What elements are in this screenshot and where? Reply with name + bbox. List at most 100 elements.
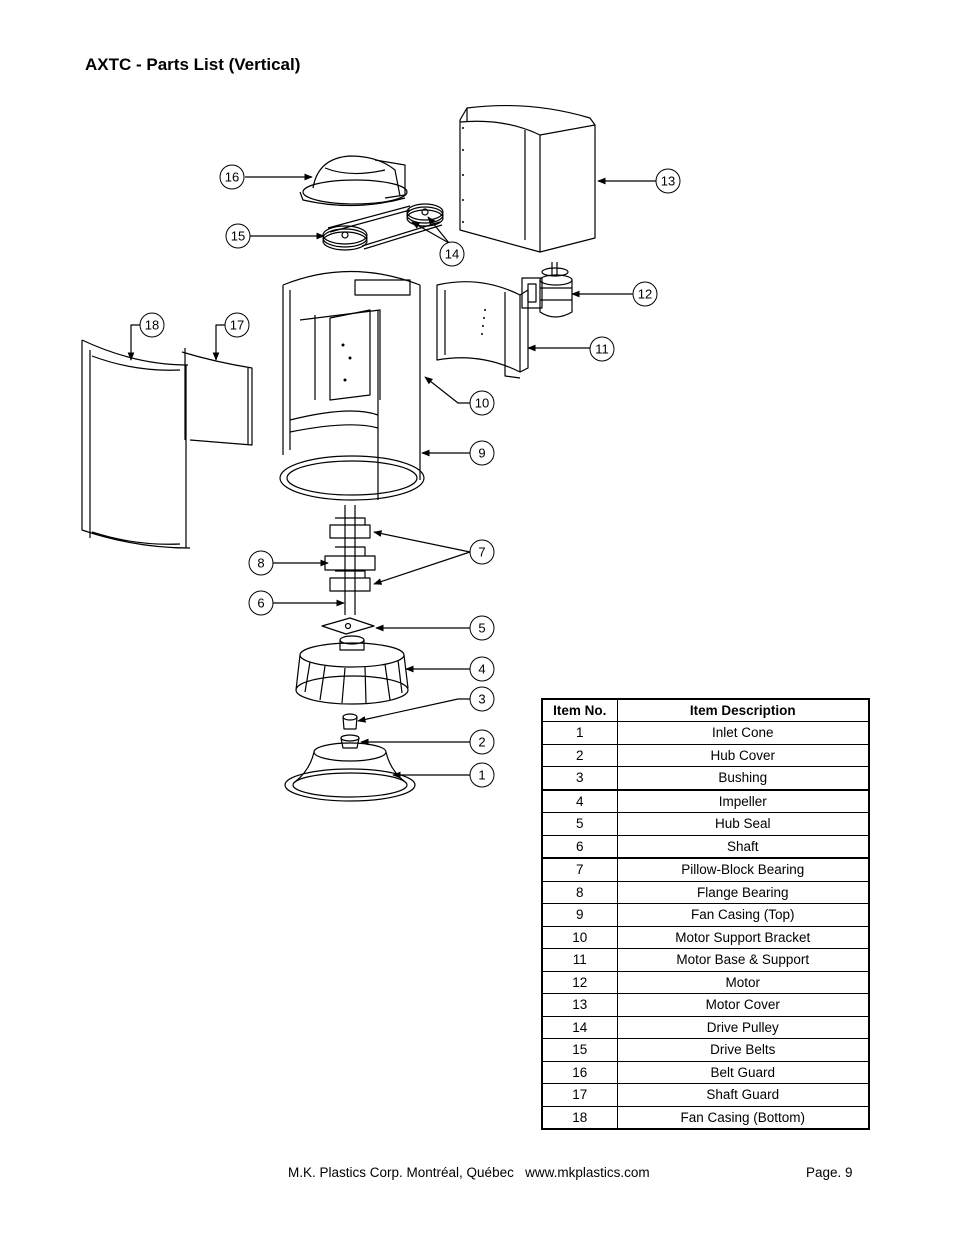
callout-bubbles: 16 13 15 14 12 18 17 11 xyxy=(139,164,681,788)
motor-drawing xyxy=(521,262,573,318)
callout-6-label: 6 xyxy=(257,596,264,611)
item-no-cell: 6 xyxy=(541,834,618,859)
item-no-cell: 15 xyxy=(541,1038,618,1062)
item-description-cell: Inlet Cone xyxy=(616,721,870,745)
callout-14-label: 14 xyxy=(445,247,459,262)
item-description-cell: Shaft xyxy=(616,834,870,859)
item-description-cell: Pillow-Block Bearing xyxy=(616,857,870,882)
callout-18: 18 xyxy=(139,312,165,338)
item-no-cell: 10 xyxy=(541,925,618,949)
item-no-cell: 8 xyxy=(541,880,618,904)
callout-16-label: 16 xyxy=(225,170,239,185)
item-description-cell: Motor Support Bracket xyxy=(616,925,870,949)
hub-cover-drawing xyxy=(340,734,360,749)
item-description-cell: Motor xyxy=(616,970,870,994)
callout-7-label: 7 xyxy=(478,545,485,560)
item-description-cell: Fan Casing (Bottom) xyxy=(616,1105,870,1130)
item-description-cell: Fan Casing (Top) xyxy=(616,903,870,927)
item-no-cell: 7 xyxy=(541,857,618,882)
item-no-cell: 1 xyxy=(541,721,618,745)
callout-10-label: 10 xyxy=(475,396,489,411)
item-description-header: Item Description xyxy=(616,698,870,722)
item-no-cell: 17 xyxy=(541,1083,618,1107)
callout-7: 7 xyxy=(469,539,495,565)
callout-12: 12 xyxy=(632,281,658,307)
footer-page-number: Page. 9 xyxy=(806,1165,853,1180)
item-no-cell: 16 xyxy=(541,1060,618,1084)
callout-3: 3 xyxy=(469,686,495,712)
callout-13-label: 13 xyxy=(661,174,675,189)
impeller-drawing xyxy=(295,635,409,705)
item-no-cell: 13 xyxy=(541,993,618,1017)
callout-14: 14 xyxy=(439,241,465,267)
item-no-cell: 4 xyxy=(541,788,618,813)
shaft-guard-drawing xyxy=(181,348,253,446)
callout-17: 17 xyxy=(224,312,250,338)
item-no-cell: 9 xyxy=(541,903,618,927)
callout-13: 13 xyxy=(655,168,681,194)
callout-15: 15 xyxy=(225,223,251,249)
item-description-cell: Shaft Guard xyxy=(616,1083,870,1107)
bushing-drawing xyxy=(342,713,358,730)
callout-4-label: 4 xyxy=(478,662,485,677)
hub-seal-drawing xyxy=(321,617,375,635)
callout-11-label: 11 xyxy=(595,342,609,357)
item-no-cell: 18 xyxy=(541,1105,618,1130)
item-description-cell: Hub Seal xyxy=(616,812,870,836)
callout-2-label: 2 xyxy=(478,735,485,750)
callout-10: 10 xyxy=(469,390,495,416)
callout-8: 8 xyxy=(248,550,274,576)
item-description-cell: Motor Cover xyxy=(616,993,870,1017)
motor-cover-drawing xyxy=(459,104,596,253)
item-no-cell: 2 xyxy=(541,743,618,767)
callout-16: 16 xyxy=(219,164,245,190)
bearings-shaft-drawing xyxy=(324,505,376,615)
callout-4: 4 xyxy=(469,656,495,682)
item-description-cell: Drive Pulley xyxy=(616,1015,870,1039)
item-description-cell: Flange Bearing xyxy=(616,880,870,904)
drive-belts-drawing xyxy=(322,203,444,251)
footer-company: M.K. Plastics Corp. Montréal, Québec www… xyxy=(288,1165,650,1180)
callout-8-label: 8 xyxy=(257,556,264,571)
item-description-cell: Drive Belts xyxy=(616,1038,870,1062)
callout-9-label: 9 xyxy=(478,446,485,461)
callout-2: 2 xyxy=(469,729,495,755)
leader-lines xyxy=(127,173,656,779)
item-description-cell: Motor Base & Support xyxy=(616,948,870,972)
item-no-header: Item No. xyxy=(541,698,618,722)
callout-12-label: 12 xyxy=(638,287,652,302)
item-no-cell: 11 xyxy=(541,948,618,972)
item-no-cell: 5 xyxy=(541,812,618,836)
item-description-cell: Hub Cover xyxy=(616,743,870,767)
page-title: AXTC - Parts List (Vertical) xyxy=(85,55,301,74)
item-description-cell: Bushing xyxy=(616,766,870,790)
callout-11: 11 xyxy=(589,336,615,362)
item-description-cell: Belt Guard xyxy=(616,1060,870,1084)
item-no-cell: 3 xyxy=(541,766,618,790)
inlet-cone-drawing xyxy=(284,742,416,802)
callout-17-label: 17 xyxy=(230,318,244,333)
callout-5: 5 xyxy=(469,615,495,641)
item-description-cell: Impeller xyxy=(616,788,870,813)
motor-base-drawing xyxy=(436,281,529,379)
fan-casing-top-drawing xyxy=(279,270,425,501)
